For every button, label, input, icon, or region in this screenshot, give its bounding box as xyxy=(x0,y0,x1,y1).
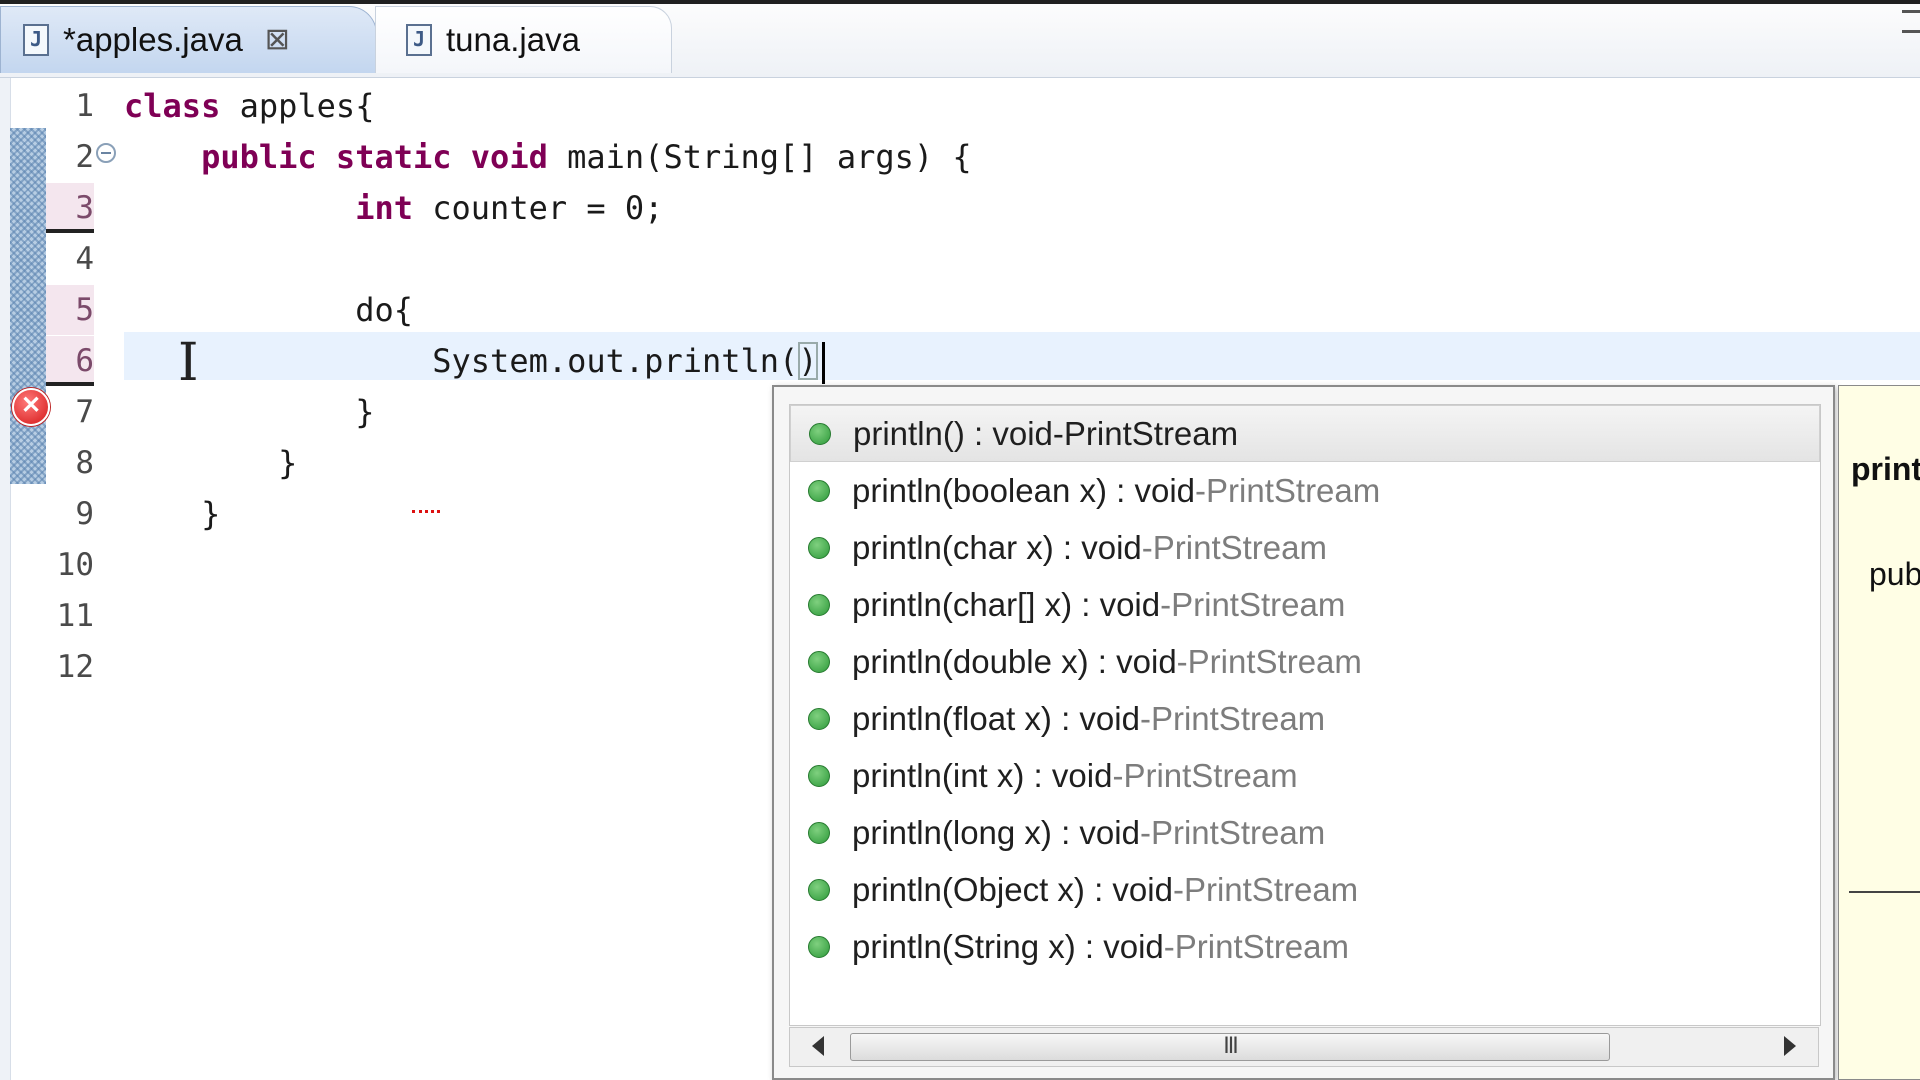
scrollbar-thumb[interactable]: III xyxy=(850,1033,1610,1061)
tab-label: tuna.java xyxy=(446,21,580,58)
window-top-border xyxy=(0,0,1920,4)
proposal-item[interactable]: println(char x) : void - PrintStream xyxy=(790,519,1820,576)
text-caret xyxy=(821,342,825,384)
doc-signature: pub xyxy=(1869,556,1920,592)
line-number: 11 xyxy=(56,598,94,634)
editor-tab-bar: J *apples.java ⊠ J tuna.java xyxy=(0,0,1920,78)
line-number: 12 xyxy=(56,649,94,685)
code-line-9: } xyxy=(124,495,221,533)
proposal-item[interactable]: println(Object x) : void - PrintStream xyxy=(790,861,1820,918)
proposal-item[interactable]: println(float x) : void - PrintStream xyxy=(790,690,1820,747)
public-method-icon xyxy=(808,935,830,958)
code-line-8: } xyxy=(124,444,298,482)
code-line-7: } xyxy=(124,393,375,431)
proposal-item[interactable]: println(int x) : void - PrintStream xyxy=(790,747,1820,804)
public-method-icon xyxy=(808,536,830,559)
vertical-ruler xyxy=(0,78,11,1080)
scroll-left-icon[interactable] xyxy=(812,1036,824,1056)
proposal-list[interactable]: println() : void - PrintStream println(b… xyxy=(789,404,1821,1026)
proposal-item[interactable]: println(boolean x) : void - PrintStream xyxy=(790,462,1820,519)
quick-diff-ruler xyxy=(10,128,46,484)
doc-divider xyxy=(1849,891,1920,893)
horizontal-scrollbar[interactable]: III xyxy=(789,1027,1819,1067)
close-tab-icon[interactable]: ⊠ xyxy=(264,23,290,56)
public-method-icon xyxy=(808,764,830,787)
line-number: 6 xyxy=(46,336,94,386)
code-line-2: public static void main(String[] args) { xyxy=(201,138,972,176)
collapse-icon[interactable] xyxy=(96,143,116,163)
java-file-icon: J xyxy=(23,24,49,56)
error-icon[interactable]: ✕ xyxy=(12,388,50,426)
javadoc-hover-panel: print pub xyxy=(1838,385,1920,1080)
proposal-item[interactable]: println(char[] x) : void - PrintStream xyxy=(790,576,1820,633)
line-number: 4 xyxy=(75,241,94,277)
public-method-icon xyxy=(808,593,830,616)
line-number: 2 xyxy=(75,139,94,175)
public-method-icon xyxy=(809,422,831,445)
matching-bracket: ) xyxy=(798,342,818,380)
minimize-icon[interactable] xyxy=(1902,10,1920,23)
code-line-6: System.out.println() xyxy=(124,336,825,386)
error-underline xyxy=(412,498,440,513)
line-number: 10 xyxy=(56,547,94,583)
tab-label: *apples.java xyxy=(63,21,243,58)
code-line-3: int counter = 0; xyxy=(355,189,664,227)
proposal-item[interactable]: println() : void - PrintStream xyxy=(790,405,1820,462)
line-number: 1 xyxy=(75,88,94,124)
tab-tuna-java[interactable]: J tuna.java xyxy=(375,6,672,73)
public-method-icon xyxy=(808,821,830,844)
proposal-item[interactable]: println(long x) : void - PrintStream xyxy=(790,804,1820,861)
public-method-icon xyxy=(808,479,830,502)
content-assist-popup[interactable]: println() : void - PrintStream println(b… xyxy=(772,385,1835,1080)
proposal-item[interactable]: println(String x) : void - PrintStream xyxy=(790,918,1820,975)
mouse-ibeam-cursor: I xyxy=(178,333,199,393)
proposal-item[interactable]: println(double x) : void - PrintStream xyxy=(790,633,1820,690)
current-line-highlight xyxy=(124,332,1920,380)
public-method-icon xyxy=(808,878,830,901)
line-number-gutter xyxy=(46,78,124,1080)
scroll-right-icon[interactable] xyxy=(1784,1036,1796,1056)
line-number: 7 xyxy=(75,394,94,430)
tab-apples-java[interactable]: J *apples.java ⊠ xyxy=(0,6,377,73)
doc-title: print xyxy=(1851,451,1920,487)
java-file-icon: J xyxy=(406,24,432,56)
code-line-5: do{ xyxy=(124,291,413,329)
public-method-icon xyxy=(808,650,830,673)
line-number: 5 xyxy=(46,285,94,335)
public-method-icon xyxy=(808,707,830,730)
line-number: 8 xyxy=(75,445,94,481)
line-number: 3 xyxy=(46,183,94,233)
code-line-1: class apples{ xyxy=(124,87,375,125)
line-number: 9 xyxy=(75,496,94,532)
maximize-icon[interactable] xyxy=(1902,30,1920,43)
